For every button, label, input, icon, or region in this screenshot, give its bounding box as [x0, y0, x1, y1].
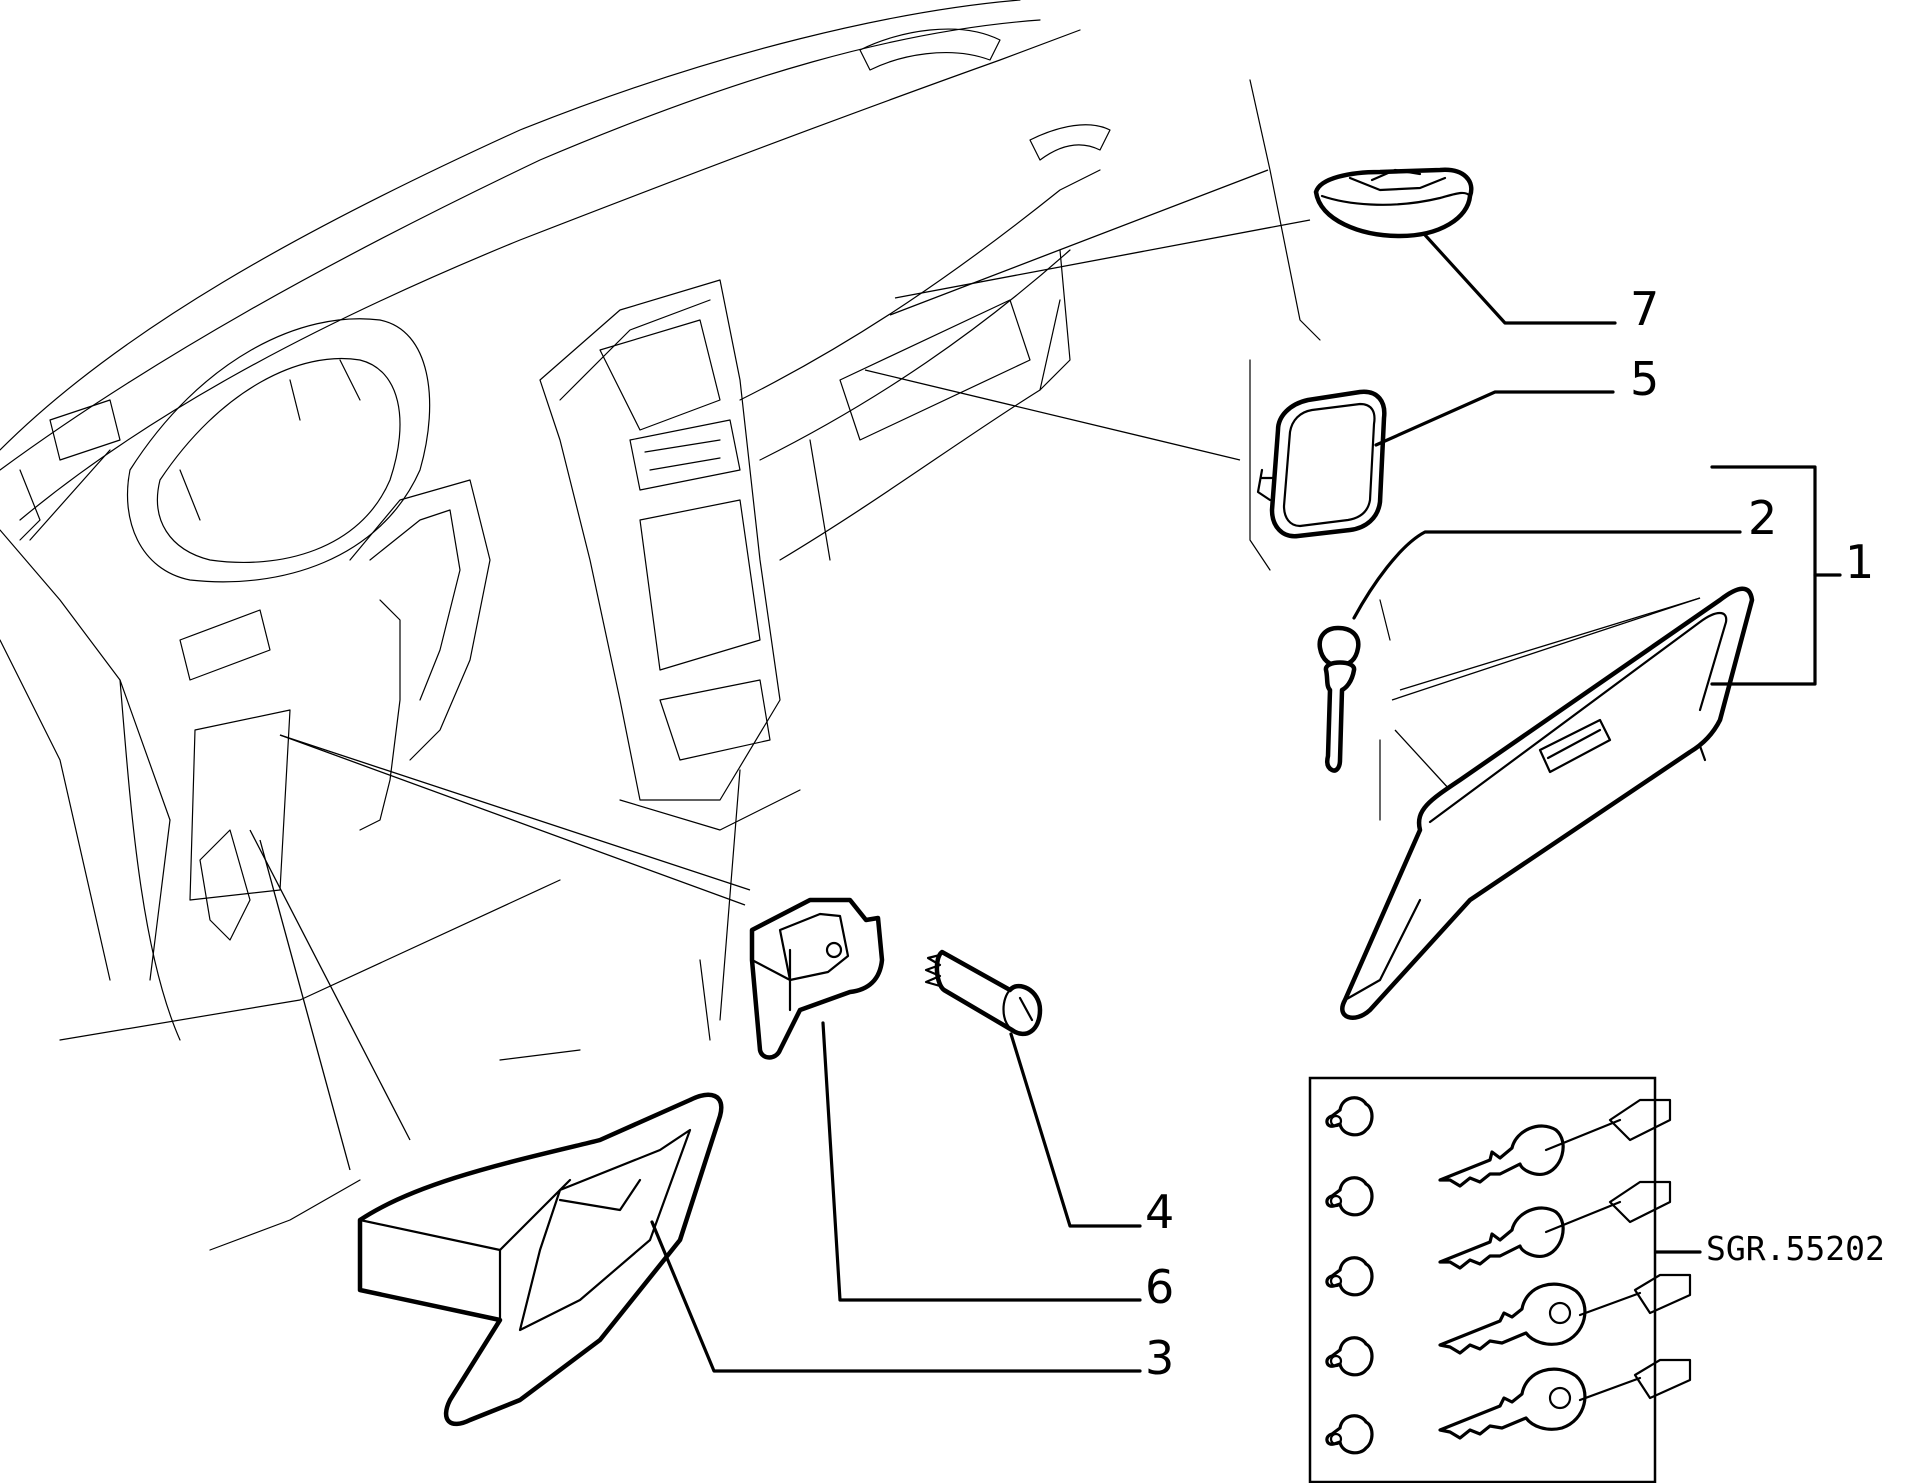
leader-lines — [650, 233, 1842, 1373]
lock-cylinders — [1325, 1096, 1374, 1455]
part-7-cap — [1313, 167, 1474, 239]
callout-7: 7 — [1630, 282, 1659, 336]
keys — [1438, 1098, 1692, 1440]
part-6-clip — [749, 897, 885, 1060]
part-2-pin — [1317, 625, 1361, 773]
key-set-box — [1308, 1076, 1657, 1483]
part-3-hood — [357, 1092, 724, 1427]
callout-2: 2 — [1748, 491, 1777, 545]
dashboard-outline — [0, 0, 1391, 1251]
reference-code: SGR.55202 — [1706, 1229, 1885, 1268]
pointer-lines — [249, 169, 1701, 1171]
callout-1: 1 — [1845, 535, 1874, 589]
callout-6: 6 — [1145, 1260, 1174, 1314]
part-5-cover — [1256, 389, 1387, 539]
part-1-glovebox-lid — [1340, 586, 1755, 1020]
callout-5: 5 — [1630, 352, 1659, 406]
callout-4: 4 — [1145, 1185, 1174, 1239]
part-4-lock-cylinder — [924, 949, 1043, 1037]
callout-3: 3 — [1145, 1331, 1174, 1385]
callout-numbers: 7 5 2 1 4 6 3 SGR.55202 — [1145, 282, 1885, 1385]
